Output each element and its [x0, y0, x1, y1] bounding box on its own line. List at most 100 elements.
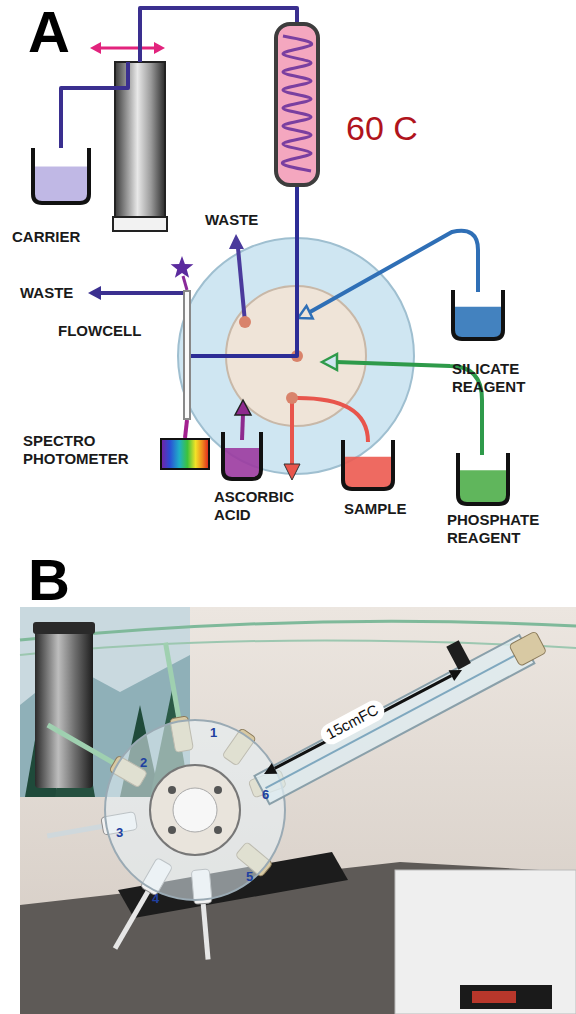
valve-fittings — [43, 641, 286, 960]
reagent-beaker: ASCORBIC ACID — [220, 432, 264, 482]
carrier-tubing — [191, 187, 297, 356]
display-digits — [472, 991, 516, 1003]
bolt — [168, 826, 176, 834]
beaker-outline — [343, 440, 393, 489]
valve-port — [286, 392, 298, 404]
pump-base — [113, 217, 167, 231]
reagent-beaker: PHOSPHATE REAGENT — [455, 453, 511, 507]
junction-star — [171, 256, 194, 278]
panel-letter: A — [28, 0, 70, 64]
valve-disc — [105, 720, 285, 900]
waste-line — [100, 291, 183, 295]
tubing — [47, 826, 104, 836]
beaker-liquid — [344, 457, 392, 488]
photo-background — [20, 607, 576, 1014]
port-number: 4 — [152, 892, 159, 906]
reagent-beaker: SILICATE REAGENT — [450, 290, 506, 342]
flowcell-shape — [183, 290, 191, 420]
flowcell: FLOWCELL — [183, 290, 191, 420]
heater-block — [276, 24, 318, 185]
port-number: 5 — [246, 870, 253, 884]
beaker-outline — [223, 432, 261, 479]
sample-beaker: SAMPLE — [340, 440, 396, 492]
instrument-box — [395, 870, 576, 1014]
node-label: SILICATE REAGENT — [452, 360, 552, 396]
arrow-head — [449, 670, 462, 681]
spectrophotometer-shape — [160, 438, 210, 470]
port-number: 6 — [262, 788, 269, 802]
arrow-head — [298, 306, 313, 319]
node-label: PHOSPHATE REAGENT — [447, 511, 559, 547]
sample-beaker-shape — [340, 440, 396, 492]
arrow-head — [235, 400, 251, 415]
beaker-liquid — [34, 167, 88, 202]
fitting — [446, 640, 471, 670]
panel-letter: B — [28, 548, 70, 612]
beaker-outline — [458, 453, 508, 504]
tubing — [115, 890, 149, 949]
arrow-head — [284, 464, 300, 480]
waste-label: WASTE — [20, 285, 73, 302]
waste-label: WASTE — [205, 212, 258, 229]
beaker-liquid — [459, 470, 507, 503]
node-label: FLOWCELL — [58, 322, 141, 340]
waste-line — [238, 248, 245, 322]
node-label: 60 C — [346, 108, 418, 149]
tubing — [203, 902, 208, 960]
node-label: SAMPLE — [344, 500, 407, 518]
sample-outlet — [290, 398, 294, 466]
port-number: 2 — [140, 756, 147, 770]
valve-hub — [173, 788, 217, 832]
reagent-beaker-shape — [455, 453, 511, 507]
arrow-head — [90, 42, 101, 54]
fitting — [509, 631, 547, 666]
flowcell-tube — [184, 291, 190, 419]
instrument-display — [460, 985, 552, 1009]
sample-line — [292, 398, 368, 442]
node-label: ASCORBIC ACID — [214, 488, 304, 524]
arrow-head — [322, 354, 337, 370]
node-label: SPECTRO PHOTOMETER — [23, 432, 143, 468]
valve-port — [239, 316, 251, 328]
pump-motion-arrow — [100, 47, 155, 50]
glass-tube — [254, 635, 534, 804]
arrow-head — [88, 286, 101, 300]
panel-b-photo — [20, 606, 576, 1014]
steel-cylinder — [35, 628, 93, 788]
tubing — [48, 725, 116, 764]
bolt — [214, 786, 222, 794]
syringe-pump — [115, 62, 165, 217]
bolt — [168, 786, 176, 794]
carrier-beaker: CARRIER — [30, 148, 92, 206]
arrow-head — [154, 42, 165, 54]
spectrum-box — [161, 439, 209, 469]
port-number: 3 — [116, 826, 123, 840]
arrow-head — [264, 763, 277, 774]
dimension-label: 15cmFC — [317, 697, 387, 747]
heating-coil-shape — [274, 22, 320, 187]
reagent-beaker-shape — [450, 290, 506, 342]
ascorbic-line — [242, 414, 243, 440]
carrier-tubing — [61, 8, 297, 148]
flowcell-outlet — [183, 276, 187, 290]
beaker-liquid — [454, 307, 502, 338]
port-number: 1 — [210, 726, 217, 740]
dimension-arrow — [275, 676, 452, 769]
spectrophotometer: SPECTRO PHOTOMETER — [160, 438, 210, 470]
optical-line — [185, 420, 187, 438]
reagent-beaker-shape — [220, 432, 264, 482]
tubing — [165, 643, 179, 720]
tubing — [20, 621, 576, 640]
tubing-coil — [282, 36, 311, 171]
carrier-beaker-shape — [30, 148, 92, 206]
cylinder-cap — [33, 622, 95, 634]
beaker-outline — [453, 290, 503, 339]
arrow-head — [229, 234, 244, 249]
heating-coil: 60 C — [274, 22, 320, 187]
flowcell-photo — [243, 606, 548, 804]
bolt — [214, 826, 222, 834]
flow-channel — [266, 651, 524, 788]
valve-rotor — [150, 765, 240, 855]
